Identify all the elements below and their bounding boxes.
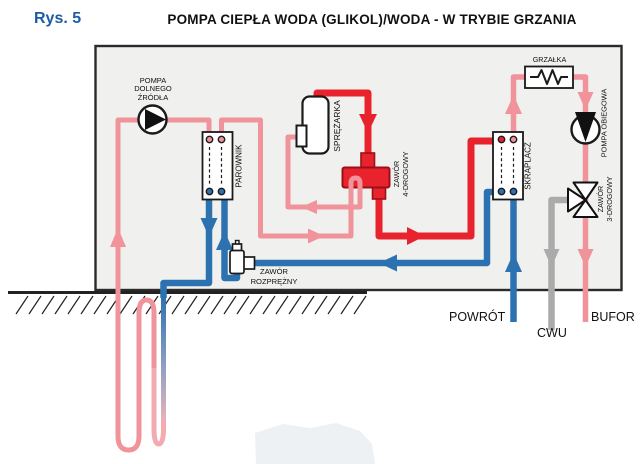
flow-arrow-liquid-left (379, 254, 397, 272)
ground-hatching (15, 295, 367, 315)
flow-arrow-buffer-down (577, 249, 594, 267)
four-way-valve-label: ZAWÓR 4-DROGOWY (392, 151, 410, 197)
flow-arrow-refrigerant-up (216, 231, 233, 250)
flow-arrow-brine-down (200, 218, 218, 237)
flow-arrow-heatwater-up (505, 95, 522, 114)
three-way-valve-icon (567, 181, 599, 218)
circulation-pump-label: POMPA OBIEGOWA (599, 88, 608, 158)
flow-arrow-dhw-down (543, 249, 560, 267)
ground-source-pump-icon (137, 104, 168, 135)
circulation-pump-icon (570, 112, 601, 145)
three-way-valve-label: ZAWÓR 3-DROGOWY (595, 176, 614, 222)
flow-arrow-return-up (505, 253, 522, 272)
evaporator-label: PAROWNIK (234, 144, 243, 188)
expansion-valve-icon (229, 239, 256, 275)
heater-icon (524, 65, 574, 89)
flow-arrow-heatwater-down (577, 92, 594, 110)
figure-label: Rys. 5 (34, 10, 82, 27)
watermark-shape (255, 423, 375, 464)
flow-arrow-brine-up (110, 228, 126, 247)
condenser-label: SKRAPLACZ (523, 142, 533, 190)
suction-pipe-evaporator-to-valve (219, 117, 354, 239)
flow-arrow-suction-right (308, 228, 324, 244)
four-way-valve-icon (341, 152, 391, 200)
page-title: POMPA CIEPŁA WODA (GLIKOL)/WODA - W TRYB… (167, 12, 577, 27)
expansion-valve-label: ZAWÓR ROZPRĘŻNY (250, 267, 298, 286)
condenser-icon (492, 131, 524, 201)
evaporator-icon (201, 131, 234, 201)
heater-label: GRZAŁKA (532, 55, 567, 64)
return-line-label: POWRÓT (449, 310, 506, 324)
ground-loop-pipe-pale (151, 368, 166, 447)
ground-source-pump-label: POMPA DOLNEGO ŹRÓDŁA (134, 76, 172, 102)
condenser-feed-pipe (375, 137, 497, 240)
flow-arrow-suction-left (301, 200, 317, 214)
ground-loop-pipe (115, 294, 157, 453)
compressor-icon (295, 95, 330, 155)
brine-return-pipe (160, 194, 213, 298)
suction-pipe-valve-to-compressor (285, 134, 363, 210)
flow-arrow-hot-right (407, 227, 425, 245)
flow-arrow-discharge-down (359, 114, 377, 133)
dhw-line-label: CWU (537, 326, 567, 340)
dhw-pipe (548, 196, 569, 330)
compressor-label: SPRĘŻARKA (331, 100, 342, 152)
buffer-line-label: BUFOR (591, 310, 635, 324)
